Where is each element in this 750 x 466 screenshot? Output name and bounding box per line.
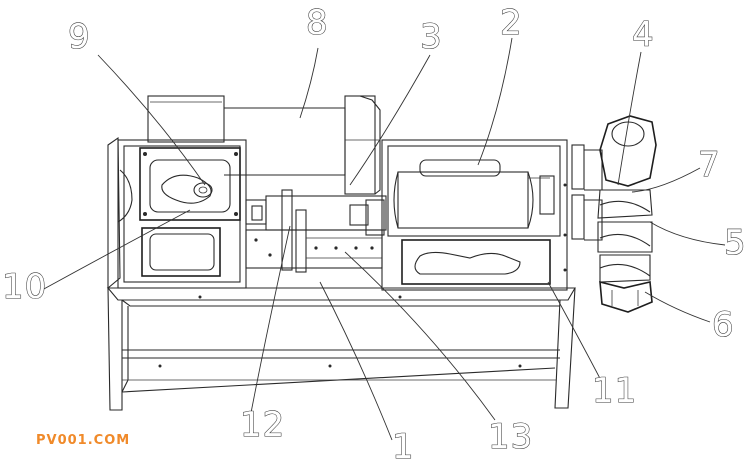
label-12: 12 bbox=[240, 405, 285, 445]
label-4: 4 bbox=[632, 15, 655, 55]
label-11: 11 bbox=[592, 371, 637, 411]
frame bbox=[106, 287, 576, 411]
label-2: 2 bbox=[500, 3, 523, 43]
leader-lines bbox=[41, 37, 726, 441]
label-9: 9 bbox=[68, 17, 91, 57]
motor bbox=[147, 95, 381, 195]
label-5: 5 bbox=[724, 223, 747, 263]
watermark: PV001.COM bbox=[36, 433, 130, 448]
label-7: 7 bbox=[698, 145, 721, 185]
slide-rail bbox=[245, 189, 387, 273]
label-10: 10 bbox=[2, 267, 47, 307]
label-1: 1 bbox=[392, 427, 415, 466]
left-housing bbox=[107, 136, 247, 290]
label-13: 13 bbox=[488, 417, 533, 457]
vertical-auger bbox=[571, 115, 657, 313]
label-3: 3 bbox=[420, 17, 443, 57]
label-6: 6 bbox=[712, 305, 735, 345]
label-8: 8 bbox=[306, 3, 329, 43]
right-chamber bbox=[381, 139, 568, 291]
